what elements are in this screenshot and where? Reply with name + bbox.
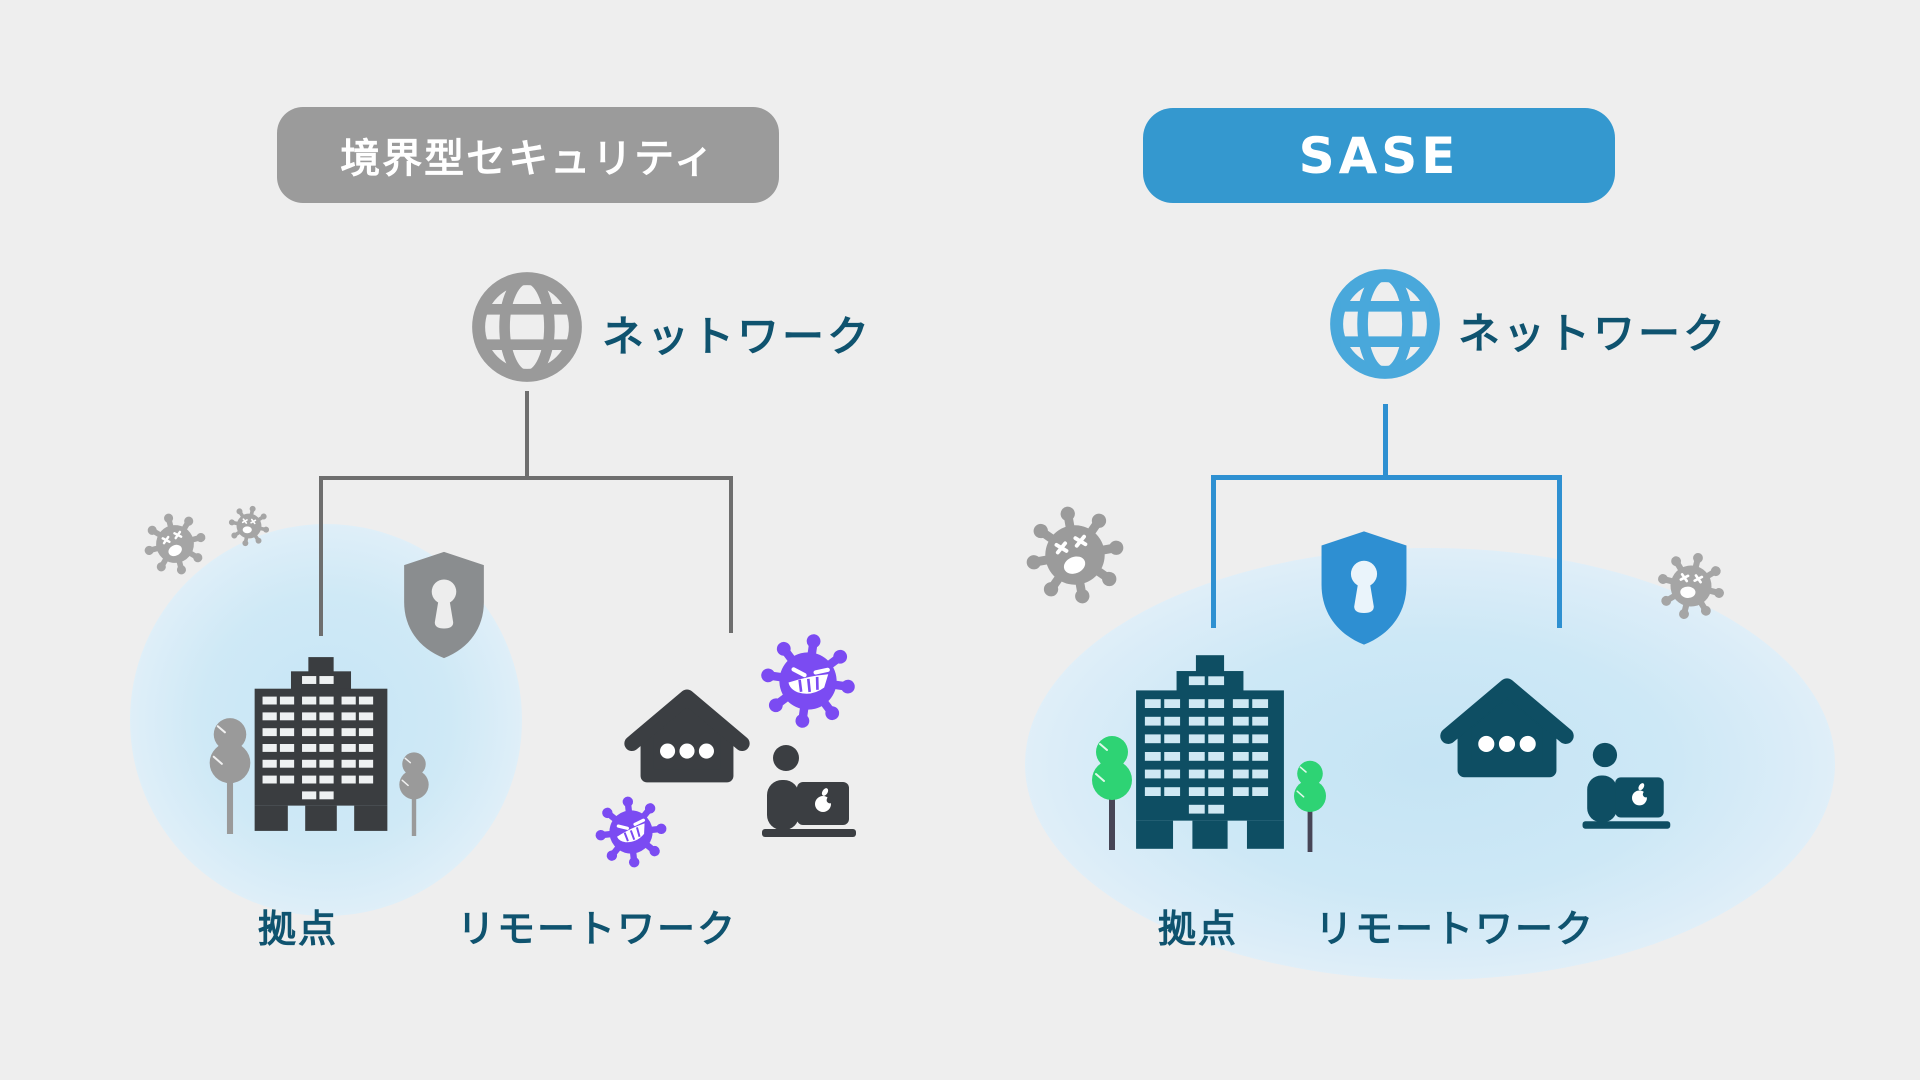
evil-virus-icon [745, 621, 871, 742]
globe-network-icon [468, 268, 586, 386]
left-connector-line [319, 476, 323, 636]
left-network-label: ネットワーク [602, 312, 873, 361]
right-connector-line [1383, 404, 1388, 477]
tree-icon [206, 712, 254, 834]
left-remote-label: リモートワーク [456, 907, 737, 951]
office-building-icon [1122, 655, 1298, 849]
right-connector-line [1557, 475, 1562, 628]
globe-network-icon [1326, 265, 1444, 383]
right-site-label: 拠点 [1157, 907, 1238, 951]
left-title: 境界型セキュリティ [340, 136, 716, 182]
dead-virus-icon [222, 499, 277, 554]
tree-icon [1286, 756, 1334, 852]
shield-keyhole-icon [1315, 528, 1413, 648]
tree-icon [392, 748, 436, 836]
tree-icon [1086, 730, 1138, 850]
left-connector-line [729, 476, 733, 633]
left-site-label: 拠点 [257, 907, 338, 951]
evil-virus-icon [586, 788, 676, 876]
left-connector-line [319, 476, 733, 480]
right-connector-line [1211, 475, 1216, 628]
right-network-label: ネットワーク [1458, 309, 1729, 358]
remote-worker-laptop-icon [1562, 733, 1674, 833]
right-remote-label: リモートワーク [1314, 907, 1595, 951]
house-icon [1438, 670, 1576, 788]
right-title-badge: SASE [1143, 108, 1615, 203]
remote-worker-laptop-icon [740, 738, 860, 838]
left-connector-line [525, 391, 529, 478]
dead-virus-icon [1009, 491, 1140, 619]
left-title-badge: 境界型セキュリティ [277, 107, 779, 203]
office-building-icon [242, 656, 400, 832]
shield-keyhole-icon [398, 548, 490, 662]
right-connector-line [1211, 475, 1562, 480]
house-icon [622, 683, 752, 791]
right-title: SASE [1298, 126, 1460, 185]
